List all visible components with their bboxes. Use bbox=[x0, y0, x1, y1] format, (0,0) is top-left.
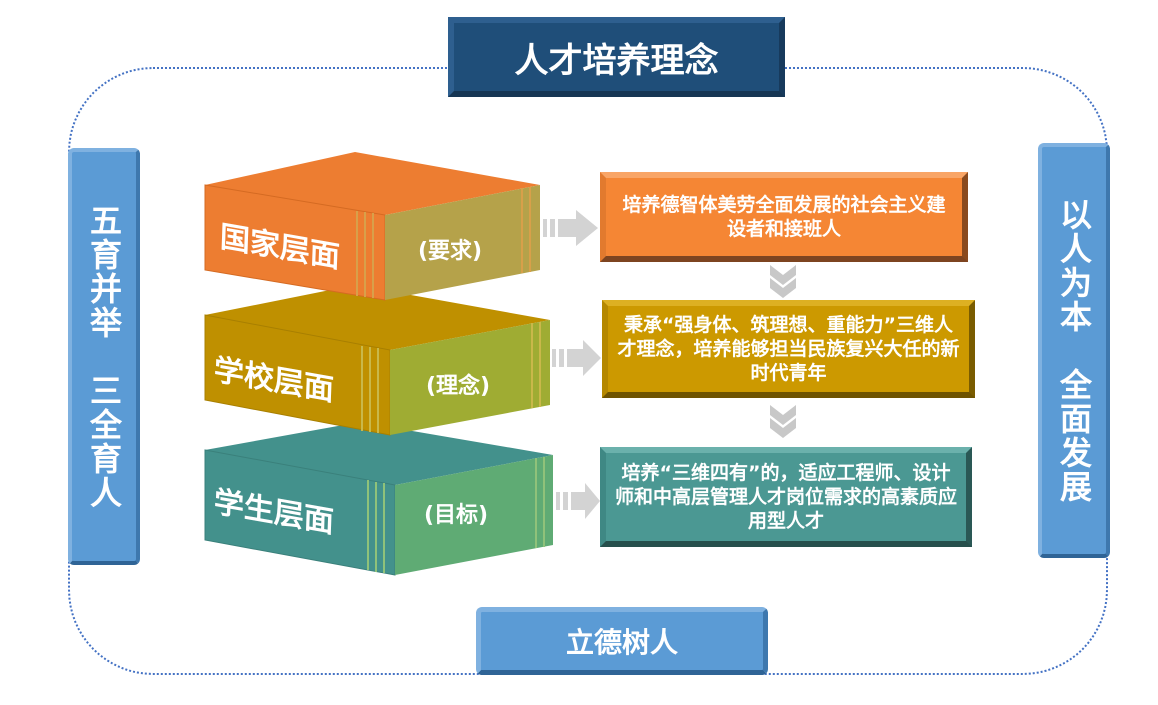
chevron-down-icon bbox=[770, 278, 796, 298]
left-bar-label: 五育并举 三全育人 bbox=[68, 148, 140, 565]
arrow-right-icon bbox=[552, 340, 601, 376]
chevron-down-icons bbox=[770, 265, 796, 438]
right-bar-label: 以人为本 全面发展 bbox=[1038, 143, 1110, 558]
description-student: 培养“三维四有”的，适应工程师、设计师和中高层管理人才岗位需求的高素质应用型人才 bbox=[600, 447, 972, 547]
chevron-down-icon bbox=[770, 418, 796, 438]
page-title: 人才培养理念 bbox=[448, 17, 785, 97]
block-nation bbox=[204, 152, 540, 301]
chevron-down-icon bbox=[770, 405, 796, 425]
arrow-right-icon bbox=[556, 483, 600, 519]
level-tag-school: (理念) bbox=[426, 374, 491, 399]
arrow-right-icon bbox=[543, 210, 598, 246]
arrow-icons bbox=[543, 210, 601, 519]
description-school: 秉承“强身体、筑理想、重能力”三维人才理念，培养能够担当民族复兴大任的新时代青年 bbox=[602, 300, 975, 398]
block-school bbox=[204, 285, 550, 436]
chevron-down-icon bbox=[770, 265, 796, 285]
block-student bbox=[204, 422, 553, 576]
level-tag-nation: (要求) bbox=[418, 239, 483, 264]
bottom-label: 立德树人 bbox=[476, 607, 768, 675]
description-nation: 培养德智体美劳全面发展的社会主义建设者和接班人 bbox=[600, 172, 968, 262]
level-tag-student: (目标) bbox=[424, 503, 489, 528]
